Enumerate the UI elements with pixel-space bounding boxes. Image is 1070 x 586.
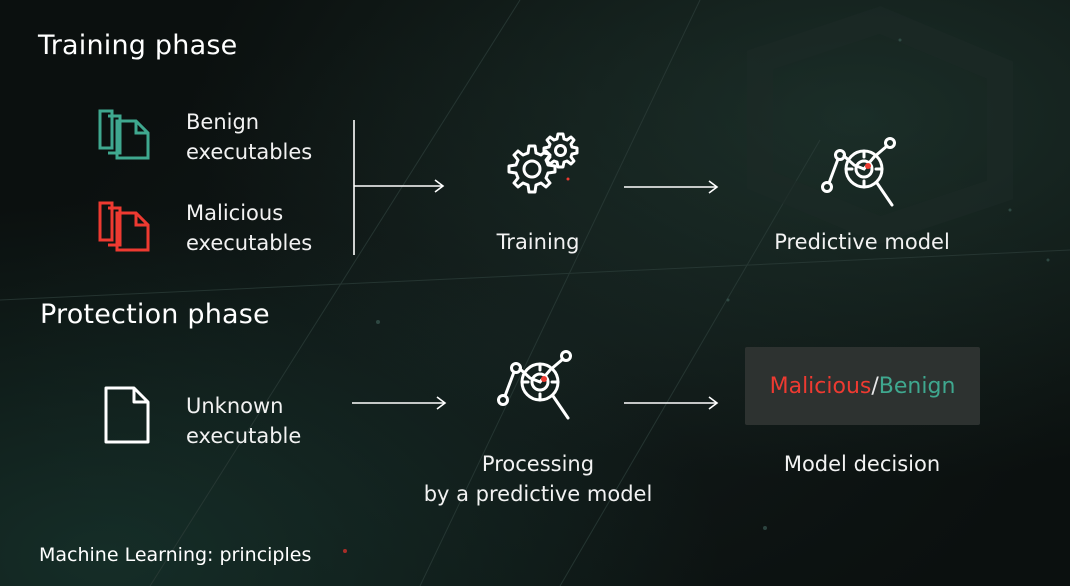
decision-malicious-text: Malicious (769, 373, 872, 399)
benign-label-line2: executables (186, 140, 313, 164)
benign-files-icon (98, 109, 150, 160)
predictive-model-label: Predictive model (774, 230, 950, 254)
decision-benign-text: Benign (878, 373, 956, 399)
training-input-arrow (353, 120, 445, 255)
footer-caption: Machine Learning: principles (39, 544, 312, 566)
malicious-label-line1: Malicious (186, 201, 284, 225)
model-decision-label: Model decision (783, 452, 941, 476)
predictive-model-icon (821, 137, 896, 207)
decision-box: Malicious/Benign (745, 347, 980, 425)
unknown-file-icon (104, 386, 150, 444)
processing-label-line2: by a predictive model (423, 482, 653, 506)
training-phase-title: Training phase (38, 30, 238, 61)
unknown-label-line1: Unknown (186, 394, 284, 418)
malicious-label-line2: executables (186, 231, 313, 255)
processing-model-icon (497, 350, 572, 420)
decision-separator: / (871, 373, 879, 399)
protection-phase-title: Protection phase (40, 299, 270, 330)
benign-label-line1: Benign (186, 110, 260, 134)
gears-icon (507, 132, 579, 194)
malicious-files-icon (98, 201, 150, 252)
protection-input-arrow (352, 396, 447, 410)
unknown-label-line2: executable (186, 424, 302, 448)
processing-label-line1: Processing (481, 452, 595, 476)
training-label: Training (496, 230, 580, 254)
training-output-arrow (624, 180, 719, 194)
protection-output-arrow (624, 396, 719, 410)
